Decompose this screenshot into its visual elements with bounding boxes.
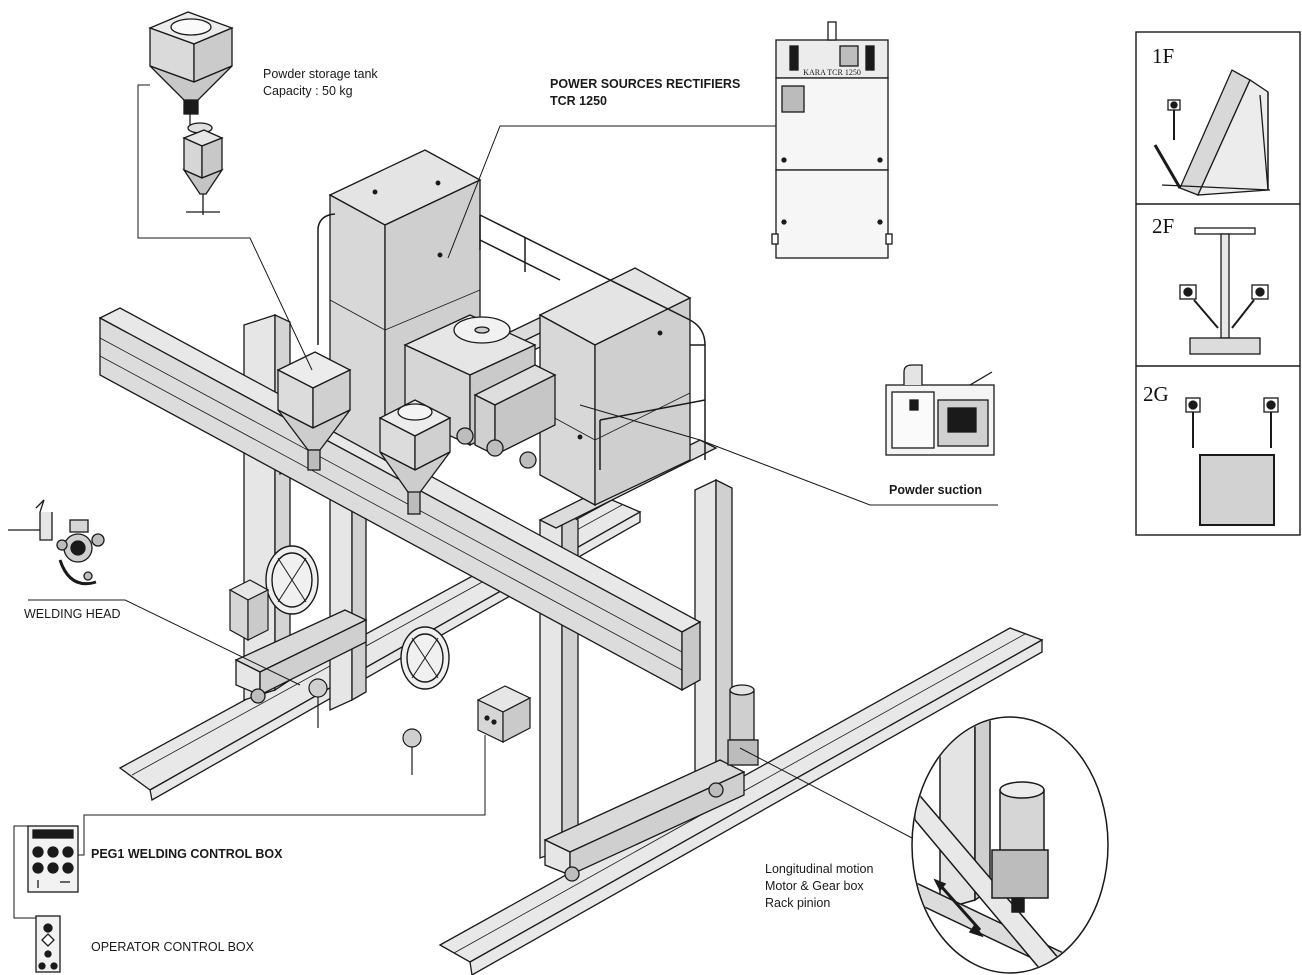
leader-welding-head <box>28 599 301 686</box>
label-power-sources: POWER SOURCES RECTIFIERS TCR 1250 <box>550 76 740 110</box>
label-powder-tank-line1: Powder storage tank <box>263 67 378 81</box>
label-powder-suction: Powder suction <box>889 483 983 497</box>
wire-reel-left <box>265 545 319 615</box>
platform-railing <box>317 213 706 470</box>
label-power-sources-line1: POWER SOURCES RECTIFIERS <box>550 77 741 91</box>
control-box-left-on-machine <box>228 579 270 642</box>
peg1-control-box-drawing <box>27 825 79 893</box>
control-box-right-on-machine <box>476 685 532 743</box>
leader-power-sources <box>447 125 776 259</box>
welding-head-drawing <box>8 499 105 586</box>
position-2f-drawing <box>1179 227 1269 355</box>
torch-head-left <box>308 678 328 728</box>
label-longitudinal-line2: Motor & Gear box <box>765 879 864 893</box>
position-label-1f: 1F <box>1152 44 1175 68</box>
powder-suction-drawing <box>885 364 995 456</box>
leader-peg1-control-box <box>78 735 486 856</box>
position-label-2f: 2F <box>1152 214 1175 238</box>
label-peg1-control-box: PEG1 WELDING CONTROL BOX <box>91 847 283 861</box>
label-operator-control-box: OPERATOR CONTROL BOX <box>91 940 254 954</box>
operator-control-box-drawing <box>35 915 61 973</box>
position-2g-drawing <box>1185 397 1279 526</box>
leader-operator-box <box>13 825 36 919</box>
flux-hopper-right <box>378 399 452 515</box>
rectifier-cabinet-right <box>538 267 692 507</box>
flux-hopper-left <box>276 351 352 471</box>
leader-powder-suction <box>579 404 998 506</box>
label-welding-head: WELDING HEAD <box>24 607 121 621</box>
label-longitudinal-motion: Longitudinal motion Motor & Gear box Rac… <box>765 861 873 912</box>
longitudinal-drive-inset <box>911 716 1109 974</box>
label-powder-storage-tank: Powder storage tank Capacity : 50 kg <box>263 66 378 100</box>
leader-longitudinal <box>739 747 913 839</box>
label-powder-tank-line2: Capacity : 50 kg <box>263 84 353 98</box>
torch-head-right <box>402 728 422 775</box>
wire-reel-right <box>400 626 450 690</box>
powder-storage-tank-drawing <box>148 11 234 215</box>
power-source-tcr1250-drawing <box>771 21 893 259</box>
label-power-sources-line2: TCR 1250 <box>550 94 607 108</box>
rectifier-nameplate-text: KARA TCR 1250 <box>803 68 861 77</box>
position-1f-drawing <box>1153 69 1271 196</box>
label-longitudinal-line1: Longitudinal motion <box>765 862 874 876</box>
label-longitudinal-line3: Rack pinion <box>765 896 831 910</box>
welding-positions-panel <box>1135 31 1301 536</box>
drive-motor <box>727 684 759 766</box>
leader-powder-tank <box>137 84 313 371</box>
position-label-2g: 2G <box>1143 382 1169 406</box>
